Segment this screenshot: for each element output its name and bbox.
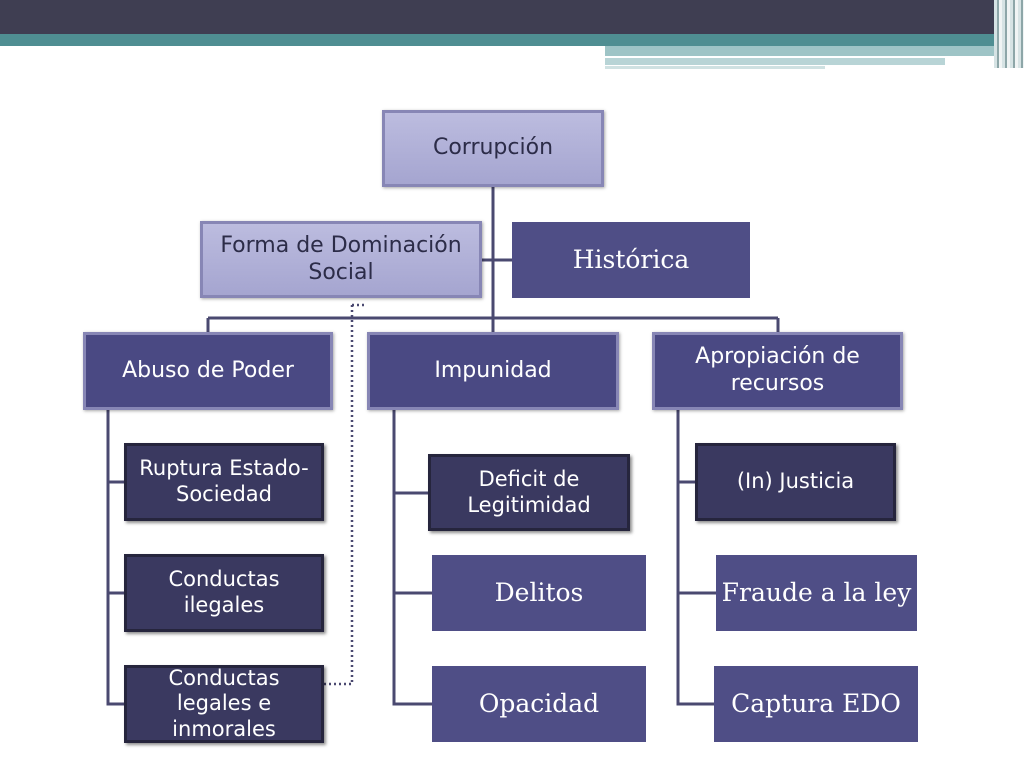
branch-node: Abuso de Poder	[83, 332, 333, 410]
branch-node: Impunidad	[367, 332, 619, 410]
header-bar	[0, 0, 1024, 34]
header-accent-line	[605, 46, 1000, 56]
leaf-node: Captura EDO	[714, 666, 918, 742]
leaf-node: Delitos	[432, 555, 646, 631]
leaf-node: Ruptura Estado-Sociedad	[124, 443, 324, 521]
header-accent-line	[605, 66, 825, 69]
header-stripes	[994, 0, 1024, 68]
header-accent-line	[605, 58, 945, 65]
leaf-node: Deficit de Legitimidad	[428, 454, 630, 531]
side-node-left: Forma de Dominación Social	[200, 221, 482, 298]
leaf-node: (In) Justicia	[695, 443, 896, 521]
leaf-node: Conductas legales e inmorales	[124, 665, 324, 743]
side-node-right: Histórica	[512, 222, 750, 298]
leaf-node: Conductas ilegales	[124, 554, 324, 632]
leaf-node: Fraude a la ley	[716, 555, 917, 631]
root-node: Corrupción	[382, 110, 604, 187]
branch-node: Apropiación de recursos	[652, 332, 903, 410]
header-accent-bar	[0, 34, 1000, 46]
leaf-node: Opacidad	[432, 666, 646, 742]
